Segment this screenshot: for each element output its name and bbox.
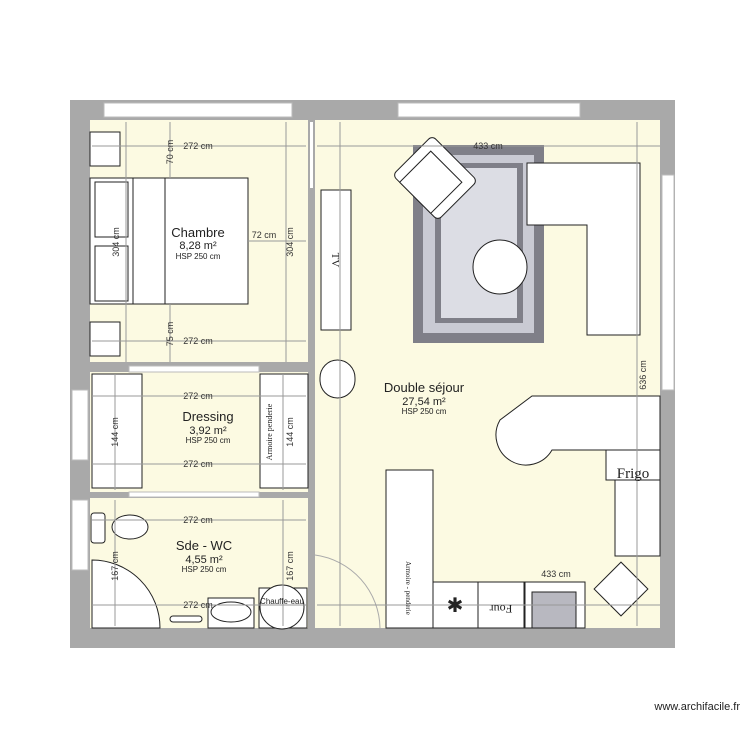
nightstand [89,131,121,167]
watermark: www.archifacile.fr [653,701,740,713]
dim-chambre-top: 272 cm [183,141,213,151]
room-name: Double séjour [384,380,465,395]
freezer-snowflake-icon: ✱ [447,595,464,617]
towel-rail-icon [169,615,203,623]
dim-chambre-304-right: 304 cm [285,227,295,257]
sliding-door [310,122,313,188]
dim-dressing-144-right: 144 cm [285,417,295,447]
tv-label: TV [329,253,341,268]
room-hsp: HSP 250 cm [402,407,447,416]
dim-sde-bottom: 272 cm [183,600,213,610]
wardrobe [91,373,143,489]
coffee-table [472,239,528,295]
dim-sde-167-right: 167 cm [285,551,295,581]
room-dressing[interactable]: Dressing 3,92 m² HSP 250 cm [182,409,233,445]
room-double-sejour[interactable]: Double séjour 27,54 m² HSP 250 cm [384,380,465,416]
corner-sofa [526,162,641,336]
shower-icon [91,559,161,629]
armoire-penderie-dressing-label: Armoire penderie [265,403,274,460]
dimension-labels: 272 cm 272 cm 70 cm 75 cm 72 cm 304 cm 3… [110,140,648,610]
dim-sde-167-left: 167 cm [110,551,120,581]
room-area: 8,28 m² [179,240,217,252]
room-sde-wc[interactable]: Sde - WC 4,55 m² HSP 250 cm [176,538,232,574]
entry-door-swing[interactable] [314,554,381,629]
nightstand [89,321,121,357]
dim-chambre-bottom: 272 cm [183,336,213,346]
dim-dressing-144-left: 144 cm [110,417,120,447]
room-name: Chambre [171,225,224,240]
dim-chambre-304-left: 304 cm [111,227,121,257]
armchair [394,137,476,219]
dim-chambre-72: 72 cm [252,230,277,240]
dim-sejour-width: 433 cm [473,141,503,151]
armoire-penderie-kitchen-label: Armoire - penderie [404,561,412,615]
pillow-icon [94,245,129,302]
room-chambre[interactable]: Chambre 8,28 m² HSP 250 cm [171,225,224,261]
toilet-icon [111,514,149,540]
dimension-lines [92,122,660,626]
room-area: 27,54 m² [402,396,446,408]
room-hsp: HSP 250 cm [182,565,227,574]
dim-sejour-width-bottom: 433 cm [541,569,571,579]
dim-dressing-top: 272 cm [183,391,213,401]
room-name: Dressing [182,409,233,424]
dining-bar [495,395,661,466]
hood [531,591,577,629]
water-heater-tank [259,584,305,630]
dim-chambre-75: 75 cm [165,322,175,347]
stool [319,359,356,399]
tv-unit [320,189,352,331]
dim-chambre-70: 70 cm [165,140,175,165]
armoire-kitchen [385,469,434,629]
dishwasher-icon [593,561,649,617]
basin [210,601,252,623]
room-area: 4,55 m² [185,554,223,566]
room-area: 3,92 m² [189,425,227,437]
room-name: Sde - WC [176,538,232,553]
pillow-icon [94,181,129,238]
frigo [605,449,661,481]
toilet-tank [90,512,106,544]
windows [71,102,675,571]
frigo-label: Frigo [617,466,650,482]
dim-sde-top: 272 cm [183,515,213,525]
four-label: Four [490,602,513,616]
armoire-penderie [259,373,309,489]
chauffe-eau-label: Chauffe-eau [260,597,304,606]
room-hsp: HSP 250 cm [176,252,221,261]
dim-dressing-bottom: 272 cm [183,459,213,469]
dim-sejour-height: 636 cm [638,360,648,390]
room-hsp: HSP 250 cm [186,436,231,445]
interior-wall-vertical [308,120,315,628]
